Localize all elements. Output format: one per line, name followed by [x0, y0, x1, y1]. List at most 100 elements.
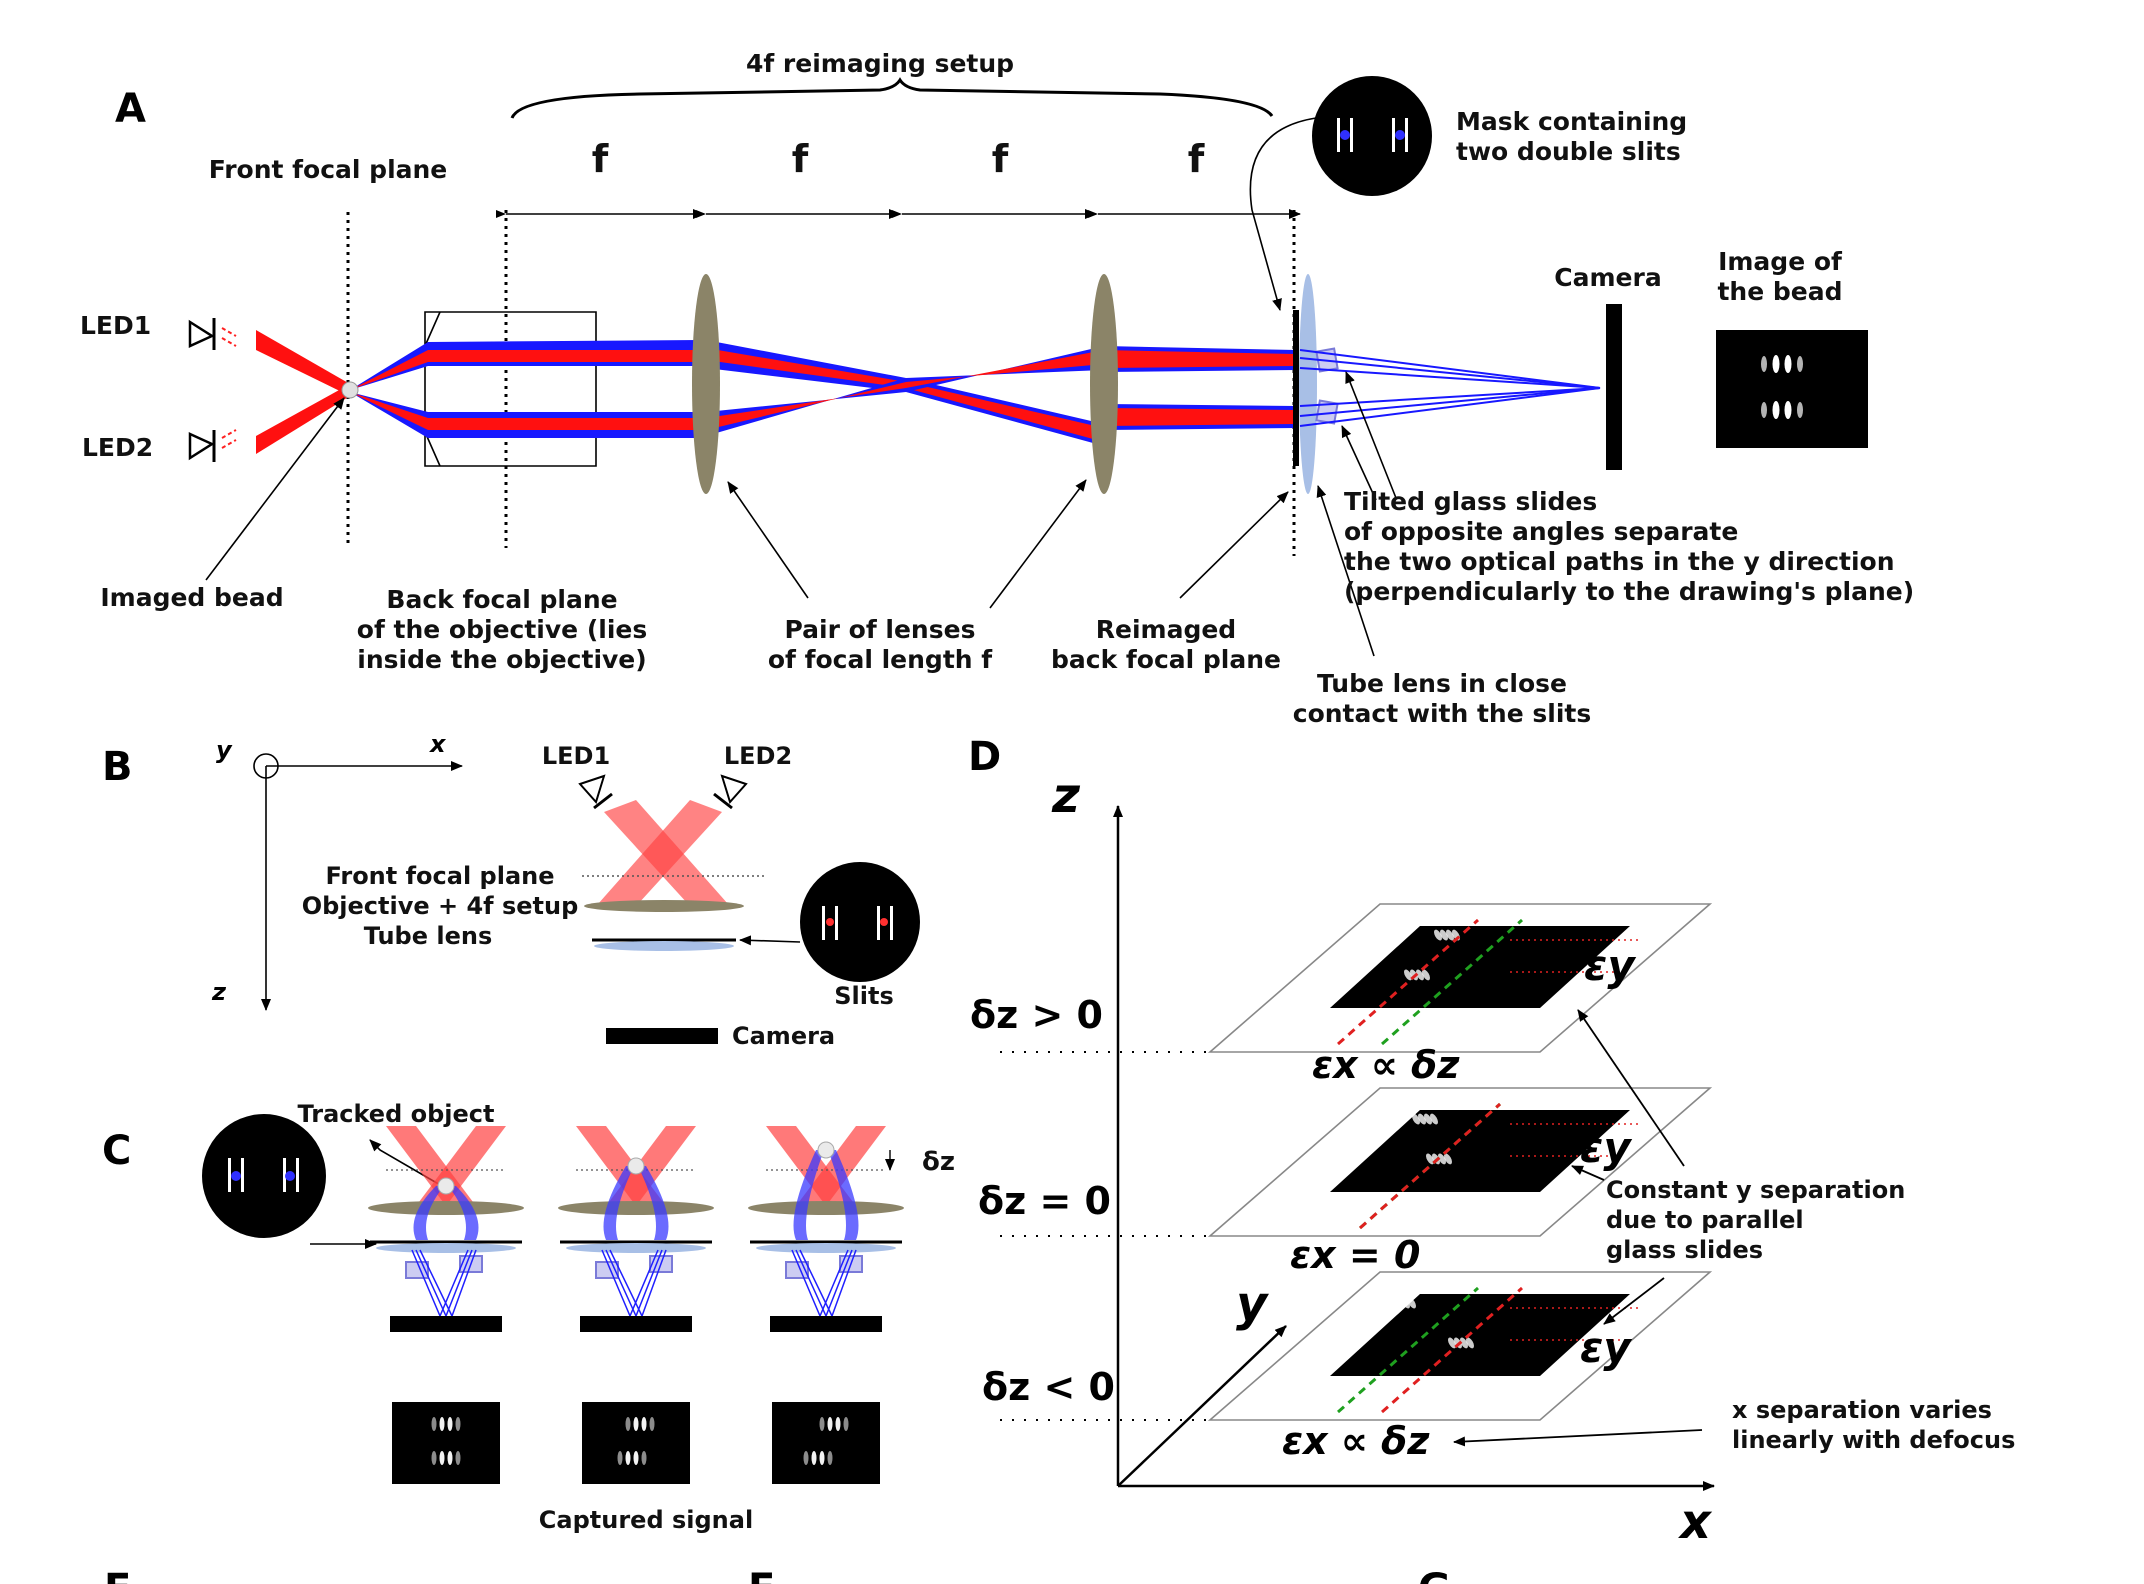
- tube-lens: [376, 1243, 516, 1253]
- panel-a: A 4f reimaging setup f f f f Front focal…: [80, 49, 1914, 728]
- camera-a: [1606, 304, 1622, 470]
- fringe: [641, 1451, 647, 1465]
- setup-brace: [510, 77, 1274, 119]
- f-label-4: f: [1188, 137, 1205, 181]
- ray: [791, 1249, 821, 1317]
- cone-b: [606, 1126, 696, 1206]
- image-label-2: the bead: [1717, 277, 1842, 306]
- spot: [1390, 1297, 1398, 1309]
- panel-label-g: G: [1418, 1566, 1451, 1584]
- ray: [411, 1249, 441, 1317]
- constant-label-1: Constant y separation: [1606, 1176, 1905, 1204]
- setup-label: 4f reimaging setup: [746, 49, 1014, 78]
- axis-y-label-b: y: [216, 736, 233, 764]
- ey-label-2: εy: [1580, 1123, 1632, 1172]
- spot: [1444, 1153, 1452, 1165]
- tilted-label-1: Tilted glass slides: [1344, 487, 1597, 516]
- imaged-bead: [341, 381, 359, 399]
- fringe: [843, 1417, 849, 1431]
- mask-label-1: Mask containing: [1456, 107, 1687, 136]
- cross-beam-red-2: [706, 350, 1104, 430]
- plane-2: [1000, 1087, 1713, 1237]
- ray: [635, 1249, 663, 1317]
- annotation-arrows-d: [1453, 1009, 1703, 1447]
- ey-arrow: [1543, 957, 1585, 996]
- imaged-bead-label: Imaged bead: [100, 583, 283, 612]
- tube-lens-b: [594, 941, 734, 951]
- axis-x-label-d: x: [1678, 1494, 1713, 1550]
- fringe: [803, 1451, 809, 1465]
- tube-label-b: Tube lens: [364, 922, 493, 950]
- fringe: [447, 1451, 453, 1465]
- config-2: [558, 1126, 714, 1484]
- objective: [368, 1201, 524, 1215]
- mask-disc-c: [202, 1114, 326, 1238]
- ray: [439, 1249, 469, 1317]
- led1-label: LED1: [80, 311, 151, 340]
- ey-arrow: [1543, 1325, 1585, 1364]
- led2-label-b: LED2: [724, 742, 792, 770]
- blue-beam-1: [603, 1166, 634, 1240]
- spot: [1434, 929, 1442, 941]
- slits-disc-b: [800, 862, 920, 982]
- objective: [558, 1201, 714, 1215]
- fringe: [649, 1417, 655, 1431]
- image-background: [392, 1402, 500, 1484]
- blue-beam-1: [793, 1150, 824, 1240]
- front-focal-plane-label: Front focal plane: [209, 155, 448, 184]
- lenses-label-2: of focal length f: [768, 645, 993, 674]
- panel-d: D z y x δz > 0 δz = 0 δz < 0 εx ∝ δz εx …: [968, 734, 2015, 1550]
- fringe: [439, 1417, 445, 1431]
- camera: [580, 1316, 692, 1332]
- ex-prop-label-bottom: εx ∝ δz: [1282, 1419, 1430, 1463]
- tilted-label-2: of opposite angles separate: [1344, 517, 1738, 546]
- ray: [609, 1249, 643, 1317]
- spot: [1466, 1337, 1474, 1349]
- camera-label-b: Camera: [732, 1022, 835, 1050]
- ray: [795, 1249, 827, 1317]
- slits-label-b: Slits: [834, 982, 894, 1010]
- fringe: [633, 1417, 639, 1431]
- spot: [1440, 929, 1448, 941]
- f-label-3: f: [992, 137, 1009, 181]
- plane-3: [1000, 1271, 1713, 1421]
- plane-1: [1000, 903, 1713, 1053]
- ey-arrow: [1543, 1141, 1585, 1180]
- ray: [415, 1249, 447, 1317]
- upper-beam-red: [350, 350, 700, 390]
- dz-label-c: δz: [922, 1147, 955, 1177]
- bottom-panel-labels: E F G: [104, 1566, 1451, 1584]
- panel-label-f: F: [748, 1566, 775, 1584]
- green-guide: [1381, 918, 1523, 1046]
- objective-housing: [424, 311, 597, 467]
- ex-zero-label: εx = 0: [1290, 1233, 1420, 1277]
- image-background: [772, 1402, 880, 1484]
- tube-lens-label-1: Tube lens in close: [1317, 669, 1567, 698]
- fringe: [641, 1417, 647, 1431]
- axis-x-label-b: x: [429, 730, 447, 758]
- camera: [390, 1316, 502, 1332]
- tube-lens: [566, 1243, 706, 1253]
- panel-label-d: D: [968, 734, 1001, 780]
- ey-label-1: εy: [1584, 941, 1636, 990]
- axis-z-label-b: z: [211, 978, 227, 1006]
- led1-b: [578, 774, 613, 810]
- cross-beam-red-1: [706, 348, 1104, 442]
- panel-label-b: B: [102, 744, 133, 790]
- tube-lens: [756, 1243, 896, 1253]
- fringe: [439, 1451, 445, 1465]
- tilted-label-3: the two optical paths in the y direction: [1344, 547, 1895, 576]
- captured-label: Captured signal: [539, 1506, 753, 1534]
- fringe: [625, 1417, 631, 1431]
- camera: [770, 1316, 882, 1332]
- fringe: [625, 1451, 631, 1465]
- dz-pos-label: δz > 0: [970, 993, 1103, 1037]
- lenses-label-1: Pair of lenses: [785, 615, 976, 644]
- ey-label-3: εy: [1580, 1323, 1632, 1372]
- spot: [1422, 969, 1430, 981]
- led2-b: [713, 774, 748, 810]
- blue-beam-2: [448, 1186, 479, 1240]
- ray: [825, 1249, 853, 1317]
- fringe: [617, 1451, 623, 1465]
- mask-label-2: two double slits: [1456, 137, 1681, 166]
